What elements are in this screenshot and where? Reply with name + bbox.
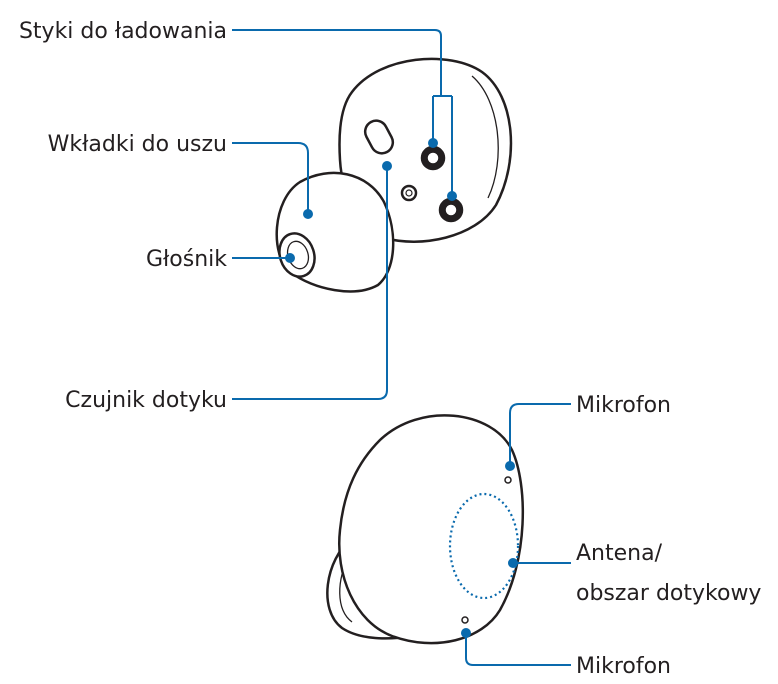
antenna-touch-area [448, 492, 520, 600]
callout-dots [285, 138, 518, 638]
earbud-inner-view [275, 57, 513, 293]
center-hole [400, 184, 418, 202]
dot-mic-bottom [461, 628, 471, 638]
dot-ear-tip [303, 209, 313, 219]
dot-contact-2 [447, 191, 457, 201]
callouts [232, 29, 571, 666]
mic-hole-top [504, 476, 512, 484]
dot-contact-1 [428, 138, 438, 148]
callout-ear-tips [232, 142, 309, 212]
dot-antenna [508, 558, 518, 568]
label-speaker: Głośnik [146, 247, 227, 272]
touch-sensor-window [363, 119, 395, 155]
dot-speaker [285, 253, 295, 263]
charging-contact-1-ring [426, 151, 440, 165]
charging-contact-2-ring [444, 203, 458, 217]
dot-mic-top [505, 461, 515, 471]
callout-touch-sensor [232, 168, 388, 400]
callout-mic-bottom [465, 633, 571, 666]
center-hole-inner [405, 189, 413, 197]
callout-charging-contacts [232, 29, 453, 199]
label-charging-contacts: Styki do ładowania [19, 19, 227, 44]
label-antenna-line1: Antena/ [576, 541, 663, 566]
label-ear-tips: Wkładki do uszu [48, 132, 227, 157]
label-mic-bottom: Mikrofon [576, 654, 671, 679]
earbud-outer-shell [338, 414, 525, 645]
callout-mic-top [509, 403, 571, 466]
mic-hole-bottom [461, 616, 469, 624]
label-touch-sensor: Czujnik dotyku [65, 388, 227, 413]
dot-touch-sensor [382, 161, 392, 171]
label-antenna-line2: obszar dotykowy [576, 581, 761, 606]
earbud-outer-view [326, 414, 525, 645]
label-mic-top: Mikrofon [576, 393, 671, 418]
earbud-shell-contour [471, 75, 499, 199]
